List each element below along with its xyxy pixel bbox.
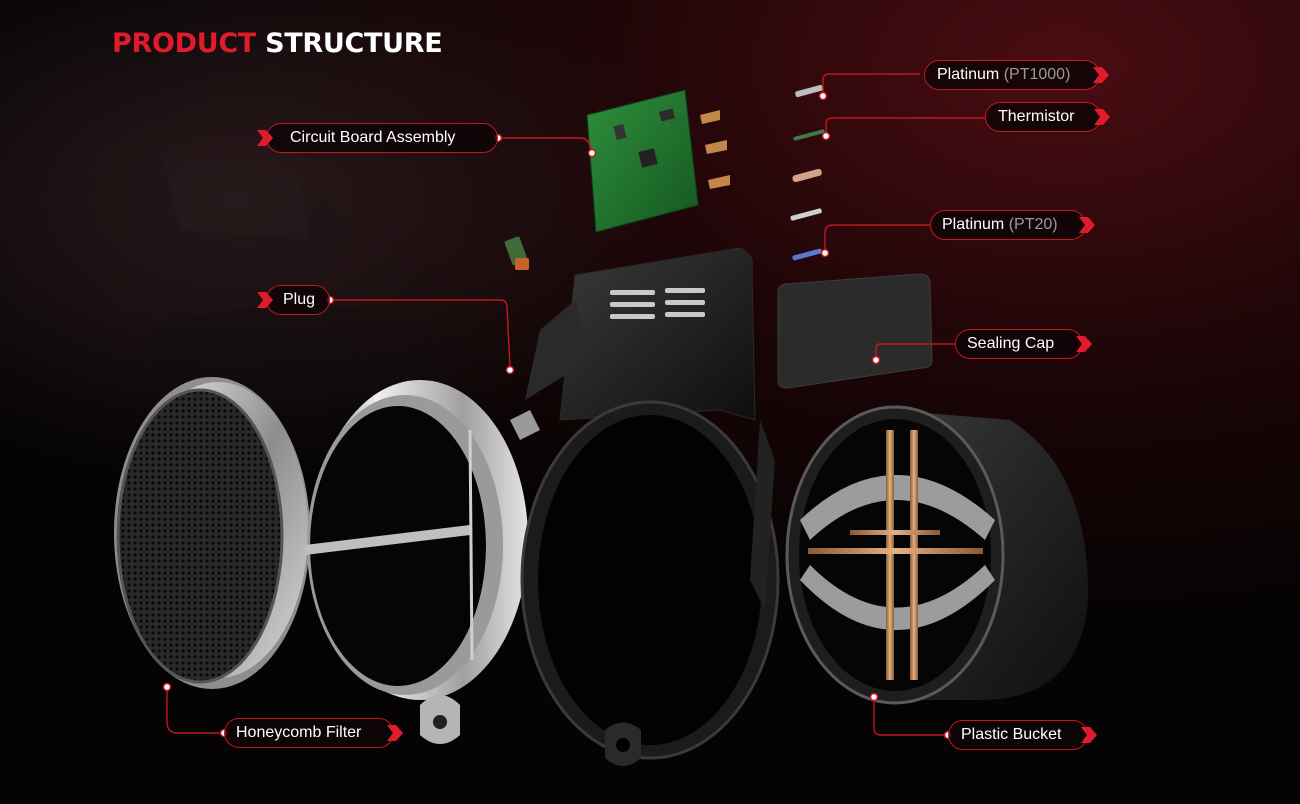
leader-lines xyxy=(166,73,985,736)
label-platinum-pt1000-name: Platinum xyxy=(937,66,1000,83)
label-plastic-bucket: Plastic Bucket xyxy=(948,720,1097,750)
chevron-right-icon xyxy=(1079,217,1095,233)
label-plug: Plug xyxy=(257,285,330,315)
chevron-right-icon xyxy=(257,292,273,308)
label-honeycomb-filter-text: Honeycomb Filter xyxy=(236,724,362,741)
label-platinum-pt1000: Platinum (PT1000) xyxy=(924,60,1109,90)
honeycomb-filter xyxy=(114,377,310,689)
chevron-right-icon xyxy=(1094,109,1110,125)
label-platinum-pt20: Platinum (PT20) xyxy=(930,210,1095,240)
chevron-right-icon xyxy=(1076,336,1092,352)
label-thermistor-text: Thermistor xyxy=(998,108,1075,125)
chevron-right-icon xyxy=(1093,67,1109,83)
label-honeycomb-filter: Honeycomb Filter xyxy=(224,718,403,748)
label-plastic-bucket-text: Plastic Bucket xyxy=(961,726,1062,743)
main-housing xyxy=(520,247,780,766)
small-sensor-chip xyxy=(504,236,529,270)
label-plug-text: Plug xyxy=(283,291,316,308)
plastic-bucket xyxy=(785,405,1089,705)
label-sealing-cap-text: Sealing Cap xyxy=(967,335,1055,352)
title-part2: STRUCTURE xyxy=(265,28,443,59)
label-thermistor: Thermistor xyxy=(985,102,1110,132)
title-part1: PRODUCT xyxy=(112,28,257,59)
label-circuit-board-assembly-text: Circuit Board Assembly xyxy=(290,129,456,146)
label-platinum-pt20-spec: (PT20) xyxy=(1008,216,1058,233)
sensing-elements xyxy=(790,84,825,261)
chevron-right-icon xyxy=(387,725,403,741)
chevron-right-icon xyxy=(1081,727,1097,743)
label-platinum-pt20-name: Platinum xyxy=(942,216,1005,233)
page-title: PRODUCT STRUCTURE xyxy=(112,28,443,59)
chevron-right-icon xyxy=(257,130,273,146)
label-platinum-pt1000-spec: (PT1000) xyxy=(1003,66,1071,83)
label-sealing-cap: Sealing Cap xyxy=(955,329,1092,359)
sealing-cap xyxy=(777,273,933,389)
steel-ring xyxy=(305,380,540,744)
label-circuit-board-assembly: Circuit Board Assembly xyxy=(257,123,498,153)
circuit-board xyxy=(586,89,730,233)
